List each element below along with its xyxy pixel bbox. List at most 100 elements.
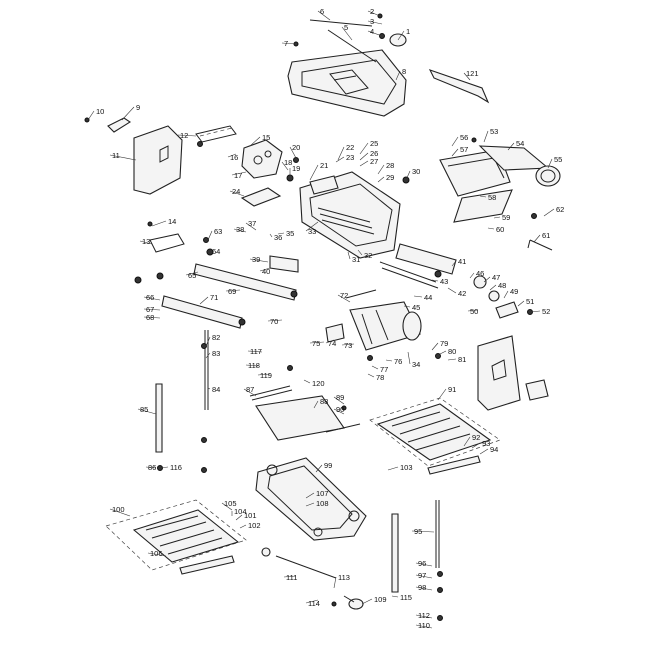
callout-leader-97 <box>415 574 433 579</box>
callout-leader-79 <box>431 342 439 351</box>
callout-leader-115 <box>391 595 399 598</box>
callout-101: 101 <box>244 511 257 520</box>
base-104 <box>255 457 367 541</box>
callout-28: 28 <box>386 161 394 170</box>
callout-16: 16 <box>230 153 238 162</box>
callout-leader-107 <box>305 492 315 499</box>
callout-15: 15 <box>262 133 270 142</box>
callout-63: 63 <box>214 227 222 236</box>
callout-leader-81 <box>447 358 457 361</box>
callout-leader-7 <box>281 42 297 45</box>
hex-key-61 <box>527 239 553 251</box>
guide-rod-5 <box>327 29 377 63</box>
callout-leader-46 <box>469 272 475 279</box>
callout-leader-17 <box>231 171 247 176</box>
callout-50: 50 <box>470 307 478 316</box>
callout-leader-116 <box>159 466 169 469</box>
callout-leader-75 <box>309 341 325 344</box>
callout-117: 117 <box>250 347 262 356</box>
callout-leader-72 <box>337 294 351 303</box>
callout-34: 34 <box>412 360 420 369</box>
callout-113: 113 <box>338 573 350 582</box>
callout-leader-94 <box>479 448 489 455</box>
handwheel-114 <box>343 595 364 610</box>
extension-table-105 <box>105 499 247 575</box>
callout-18: 18 <box>284 158 292 167</box>
callout-leader-24 <box>229 190 245 197</box>
callout-84: 84 <box>212 385 220 394</box>
callout-55: 55 <box>554 155 562 164</box>
callout-leader-113 <box>333 576 337 589</box>
callout-leader-101 <box>235 514 243 521</box>
callout-26: 26 <box>370 149 378 158</box>
threaded-rod-100 <box>435 500 440 568</box>
callout-39: 39 <box>252 255 260 264</box>
callout-51: 51 <box>526 297 534 306</box>
callout-leader-83 <box>205 352 211 359</box>
callout-38: 38 <box>236 225 244 234</box>
callout-90: 90 <box>336 405 344 414</box>
callout-8: 8 <box>402 67 406 76</box>
callout-leader-12 <box>177 134 197 137</box>
callout-79: 79 <box>440 339 448 348</box>
callout-leader-21 <box>309 164 319 181</box>
callout-leader-78 <box>367 373 375 378</box>
callout-60: 60 <box>496 225 504 234</box>
callout-leader-10 <box>87 110 95 121</box>
callout-120: 120 <box>312 379 325 388</box>
callout-leader-51 <box>517 300 525 307</box>
callout-leader-45 <box>403 305 411 308</box>
callout-80: 80 <box>448 347 456 356</box>
callout-17: 17 <box>234 171 242 180</box>
callout-leader-47 <box>483 276 491 283</box>
callout-2: 2 <box>370 7 374 16</box>
strip-95 <box>325 423 361 433</box>
callout-leader-87 <box>243 388 257 397</box>
callout-65: 65 <box>188 271 196 280</box>
callout-leader-93 <box>471 442 481 449</box>
callout-31: 31 <box>352 255 360 264</box>
callout-86: 86 <box>148 463 156 472</box>
callout-108: 108 <box>316 499 329 508</box>
callout-leader-65 <box>185 271 199 276</box>
callout-leader-108 <box>305 502 315 507</box>
callout-46: 46 <box>476 269 484 278</box>
callout-85: 85 <box>140 405 148 414</box>
callout-88: 88 <box>320 397 328 406</box>
upper-chain <box>195 125 237 143</box>
callout-leader-37 <box>245 222 257 231</box>
callout-leader-18 <box>281 161 289 171</box>
dust-port-55 <box>535 165 561 187</box>
callout-leader-56 <box>451 136 459 147</box>
callout-leader-43 <box>431 279 439 282</box>
callout-43: 43 <box>440 277 448 286</box>
callout-19: 19 <box>292 164 300 173</box>
callout-76: 76 <box>394 357 402 366</box>
callout-105: 105 <box>224 499 237 508</box>
callout-leader-70 <box>267 319 283 322</box>
callout-leader-118 <box>245 364 259 367</box>
callout-leader-103 <box>387 466 399 471</box>
callout-leader-38 <box>233 228 247 233</box>
callout-9: 9 <box>136 103 140 112</box>
callout-leader-39 <box>249 258 269 263</box>
callout-leader-98 <box>415 586 433 591</box>
callout-118: 118 <box>248 361 260 370</box>
callout-leader-59 <box>493 216 501 219</box>
callout-11: 11 <box>112 151 120 160</box>
callout-leader-90 <box>333 408 345 415</box>
callout-29: 29 <box>386 173 394 182</box>
callout-leader-26 <box>359 152 369 161</box>
callout-1: 1 <box>406 27 410 36</box>
callout-leader-8 <box>395 70 401 81</box>
column-120 <box>391 513 399 593</box>
callout-14: 14 <box>168 217 176 226</box>
callout-leader-9 <box>121 106 135 121</box>
callout-110: 110 <box>418 621 430 630</box>
right-side-panel <box>477 335 549 411</box>
callout-64: 64 <box>212 247 220 256</box>
callout-leader-44 <box>413 295 423 298</box>
callout-22: 22 <box>346 143 354 152</box>
callout-leader-23 <box>335 156 345 163</box>
callout-112: 112 <box>418 611 430 620</box>
